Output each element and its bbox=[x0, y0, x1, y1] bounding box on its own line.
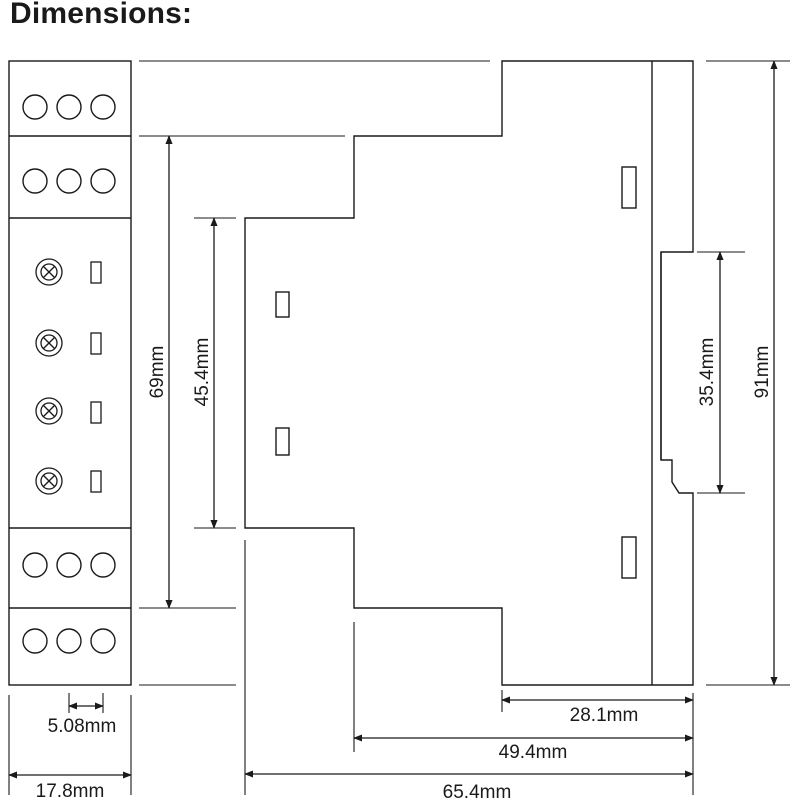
terminal-screw-icon bbox=[56, 628, 82, 654]
terminal-screw-icon bbox=[90, 628, 116, 654]
front-view-outline bbox=[8, 60, 132, 686]
terminal-screw-icon bbox=[56, 168, 82, 194]
terminal-screw-icon bbox=[22, 552, 48, 578]
potentiometer-knob-icon bbox=[35, 397, 63, 425]
dimension-lines bbox=[8, 60, 778, 779]
terminal-screw-icon bbox=[90, 168, 116, 194]
led-indicator-icon bbox=[90, 470, 102, 493]
label-total-height: 91mm bbox=[752, 346, 773, 399]
label-front-cover-height: 69mm bbox=[147, 346, 168, 399]
vent-slot bbox=[275, 291, 290, 318]
terminal-screw-icon bbox=[90, 94, 116, 120]
terminal-block-top-1 bbox=[22, 94, 116, 120]
led-indicator-icon bbox=[90, 261, 102, 284]
potentiometer-knob-icon bbox=[35, 258, 63, 286]
terminal-block-bottom-2 bbox=[22, 628, 116, 654]
front-controls bbox=[35, 258, 102, 495]
vent-slot bbox=[621, 166, 637, 209]
label-rail-height: 35.4mm bbox=[697, 338, 718, 407]
side-view bbox=[244, 60, 694, 686]
potentiometer-knob-icon bbox=[35, 329, 63, 357]
side-view-outline bbox=[244, 60, 694, 686]
terminal-screw-icon bbox=[22, 94, 48, 120]
terminal-block-bottom-1 bbox=[22, 552, 116, 578]
terminal-screw-icon bbox=[22, 628, 48, 654]
label-depth-total: 65.4mm bbox=[443, 782, 512, 800]
front-view bbox=[8, 60, 132, 686]
led-indicator-icon bbox=[90, 401, 102, 424]
vent-slot bbox=[275, 427, 290, 456]
terminal-screw-icon bbox=[56, 552, 82, 578]
label-front-window-height: 45.4mm bbox=[192, 338, 213, 407]
dimension-labels: 69mm 45.4mm 35.4mm 91mm 5.08mm 17.8mm 28… bbox=[36, 338, 773, 800]
terminal-blocks bbox=[22, 94, 116, 654]
label-terminal-pitch: 5.08mm bbox=[48, 716, 117, 737]
label-depth-mid: 49.4mm bbox=[499, 742, 568, 763]
terminal-screw-icon bbox=[22, 168, 48, 194]
terminal-screw-icon bbox=[90, 552, 116, 578]
potentiometer-knob-icon bbox=[35, 467, 63, 495]
page-title: Dimensions: bbox=[10, 0, 193, 30]
led-indicator-icon bbox=[90, 332, 102, 355]
terminal-block-top-2 bbox=[22, 168, 116, 194]
terminal-screw-icon bbox=[56, 94, 82, 120]
vent-slot bbox=[621, 536, 637, 579]
label-depth-rear: 28.1mm bbox=[570, 705, 639, 726]
label-front-width: 17.8mm bbox=[36, 781, 105, 800]
